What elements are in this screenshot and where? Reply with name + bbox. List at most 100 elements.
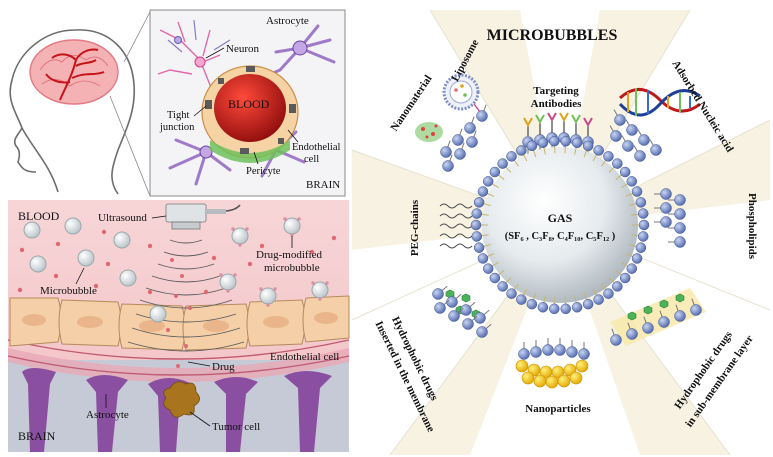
lipid-head [464, 122, 476, 134]
lipid-tail [629, 243, 638, 248]
lipid-tail [497, 270, 505, 276]
lipid-tail [522, 288, 528, 297]
lipid-head [582, 140, 594, 152]
drug-modified-microbubbles [219, 217, 329, 307]
phospholipid-shell [470, 135, 650, 315]
lipid-head [477, 253, 489, 264]
lipid-head [582, 298, 594, 310]
lipid-head [593, 145, 604, 156]
lipid-head [578, 348, 590, 360]
lipid-tail [543, 295, 546, 304]
lipid-head [442, 160, 454, 172]
lipid-head [516, 145, 527, 156]
zoom-line-top [123, 11, 151, 63]
lipid-tail [482, 243, 491, 248]
astrocyte-top [260, 24, 336, 80]
label-nanoparticles: Nanoparticles [525, 403, 591, 415]
lipid-head [506, 288, 517, 299]
nanomaterial [415, 122, 443, 142]
nanoparticles [515, 359, 589, 389]
lipid-head [474, 312, 486, 324]
label-tight-junction-1: Tight [167, 110, 189, 121]
lipid-head [516, 294, 527, 305]
lipid-head [650, 144, 662, 156]
lipid-tail [574, 146, 577, 155]
lipid-head [631, 186, 643, 197]
lipid-head [448, 310, 460, 322]
lipid-head [460, 304, 472, 316]
lipid-head [466, 136, 478, 148]
blood-vessel [201, 65, 299, 163]
lipid-head [631, 253, 643, 264]
lipid-head [674, 236, 686, 248]
lipid-tail [513, 283, 519, 291]
lipid-head [614, 114, 626, 126]
lipid-head [473, 197, 485, 208]
dna-helix [618, 88, 701, 117]
hydrophobic-drug-hexagons [445, 289, 685, 321]
lipid-head [518, 348, 530, 360]
lipid-head [674, 222, 686, 234]
lipid-tail [554, 296, 556, 305]
lipid-head [473, 242, 485, 253]
lipid-tail [625, 192, 634, 197]
lipid-tail [532, 149, 537, 158]
lipid-head [542, 344, 554, 356]
drug-particles [17, 229, 337, 368]
lipid-head [626, 263, 638, 274]
microbubbles-title: MICROBUBBLES [487, 27, 618, 44]
lipid-head [603, 288, 614, 299]
gas-formula: (SF₆ , C₃F₈, C₄F₁₀, C₅F₁₂ ) [505, 231, 616, 242]
lipid-head [454, 148, 466, 160]
gas-title: GAS [548, 211, 573, 225]
lipid-tail [513, 159, 519, 167]
lipid-head [506, 151, 517, 162]
lipid-head [637, 208, 649, 219]
lipid-head [497, 158, 508, 169]
lipid-tail [482, 202, 491, 207]
lipid-head [566, 346, 578, 358]
lipid-tail [631, 213, 640, 216]
lipid-head [470, 219, 482, 231]
lipid-head [549, 303, 560, 315]
lipid-head [637, 231, 649, 242]
lipid-head [471, 231, 483, 242]
lipid-head [626, 176, 638, 187]
lipid-head [635, 197, 647, 208]
lipid-head [674, 310, 686, 322]
lipid-tail [583, 292, 588, 301]
label-ultrasound: Ultrasound [98, 212, 147, 224]
lipid-head [642, 322, 654, 334]
label-tight-junction-2: junction [159, 122, 195, 133]
lipid-head [619, 166, 631, 178]
label-pericyte: Pericyte [246, 166, 281, 177]
lipid-tail [486, 253, 495, 258]
label-astrocyte-top: Astrocyte [266, 15, 309, 27]
ultrasound-waves [127, 239, 245, 352]
lipid-tail [608, 277, 615, 284]
lipid-head [612, 281, 623, 292]
lipid-head [560, 303, 571, 315]
lipid-head [462, 318, 474, 330]
lipid-head [476, 110, 488, 122]
lipid-head [432, 288, 444, 300]
label-neuron: Neuron [226, 43, 259, 55]
label-peg-chains: PEG-chains [409, 199, 421, 256]
lipid-head [638, 134, 650, 146]
lipid-tail [601, 283, 607, 291]
lipid-tail [631, 234, 640, 237]
label-endothelial-2: cell [304, 154, 319, 165]
lipid-tail [601, 159, 607, 167]
lipid-head [471, 208, 483, 219]
lipid-head [530, 346, 542, 358]
lipid-head [619, 272, 631, 284]
lipid-tail [564, 296, 566, 305]
lipid-tail [625, 253, 634, 258]
label-phospholipids: Phospholipids [746, 193, 758, 260]
lipid-tail [543, 146, 546, 155]
lipid-tail [505, 277, 512, 284]
lipid-tail [574, 295, 577, 304]
lipid-head [446, 296, 458, 308]
lipid-head [635, 242, 647, 253]
ultrasound-probe [165, 203, 241, 230]
